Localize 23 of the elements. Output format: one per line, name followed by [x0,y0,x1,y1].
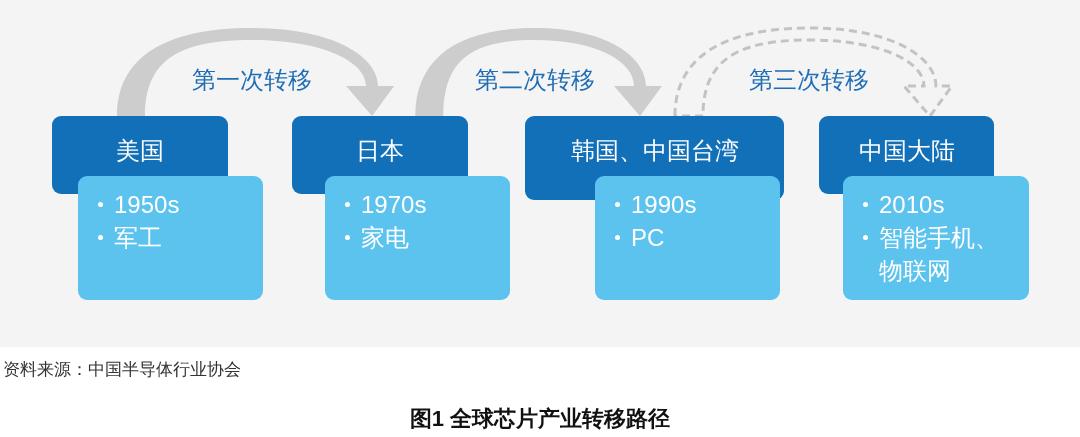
region-name: 日本 [356,136,404,166]
edge-label: 第一次转移 [189,65,314,95]
detail-box [843,176,1029,300]
list-item-text: 2010s [879,190,945,220]
list-item-text: 智能手机、物联网 [879,223,1000,286]
list-item-text: 家电 [361,223,409,253]
source-note: 资料来源：中国半导体行业协会 [3,359,241,381]
list-item-text: 军工 [114,223,162,253]
curved-arrow [117,28,395,116]
list-item-text: 1970s [361,190,427,220]
curved-arrow [415,28,662,116]
region-name: 美国 [116,136,164,166]
detail-box [78,176,263,300]
list-item-text: 1950s [114,190,180,220]
list-item-text: PC [631,223,665,253]
region-name: 韩国、中国台湾 [570,136,739,166]
detail-box [595,176,780,300]
region-name: 中国大陆 [858,136,955,166]
edge-label: 第二次转移 [472,65,597,95]
curved-arrow [673,26,954,118]
list-item-text: 1990s [631,190,697,220]
figure-caption: 图1 全球芯片产业转移路径 [409,406,671,431]
detail-box [325,176,510,300]
